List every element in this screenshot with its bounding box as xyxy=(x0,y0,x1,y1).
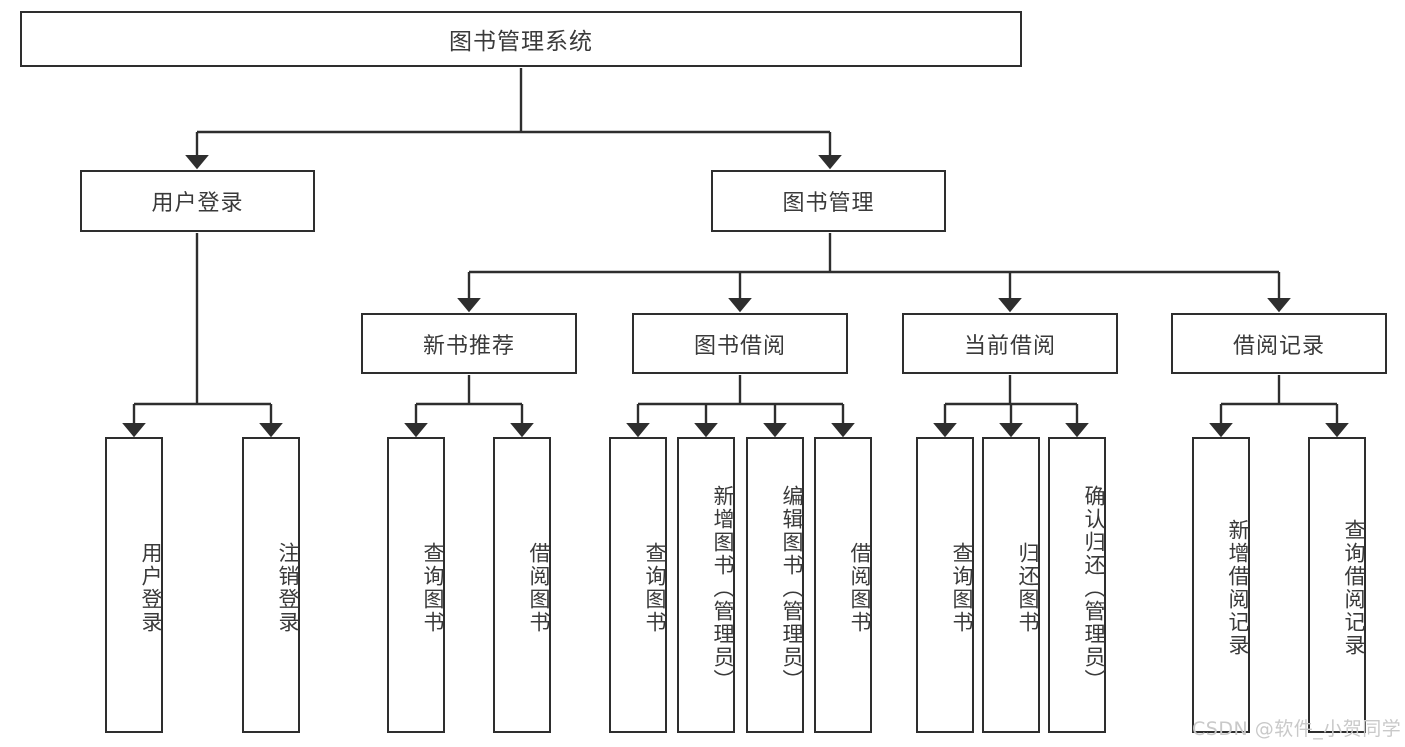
leaf-add-book-admin[interactable]: 新增图书（管理员） xyxy=(677,437,735,733)
node-root-system[interactable]: 图书管理系统 xyxy=(20,11,1022,67)
leaf-confirm-return-admin[interactable]: 确认归还（管理员） xyxy=(1048,437,1106,733)
node-book-management[interactable]: 图书管理 xyxy=(711,170,946,232)
leaf-borrow-book-recommend[interactable]: 借阅图书 xyxy=(493,437,551,733)
leaf-query-book-recommend[interactable]: 查询图书 xyxy=(387,437,445,733)
leaf-return-book[interactable]: 归还图书 xyxy=(982,437,1040,733)
node-current-borrow[interactable]: 当前借阅 xyxy=(902,313,1118,374)
leaf-query-book-borrow[interactable]: 查询图书 xyxy=(609,437,667,733)
node-book-borrow[interactable]: 图书借阅 xyxy=(632,313,848,374)
leaf-logout-login[interactable]: 注销登录 xyxy=(242,437,300,733)
leaf-borrow-book[interactable]: 借阅图书 xyxy=(814,437,872,733)
leaf-query-book-current[interactable]: 查询图书 xyxy=(916,437,974,733)
leaf-edit-book-admin[interactable]: 编辑图书（管理员） xyxy=(746,437,804,733)
leaf-add-borrow-record[interactable]: 新增借阅记录 xyxy=(1192,437,1250,733)
leaf-query-borrow-record[interactable]: 查询借阅记录 xyxy=(1308,437,1366,733)
leaf-user-login[interactable]: 用户登录 xyxy=(105,437,163,733)
node-new-book-recommend[interactable]: 新书推荐 xyxy=(361,313,577,374)
node-user-login[interactable]: 用户登录 xyxy=(80,170,315,232)
node-borrow-record[interactable]: 借阅记录 xyxy=(1171,313,1387,374)
